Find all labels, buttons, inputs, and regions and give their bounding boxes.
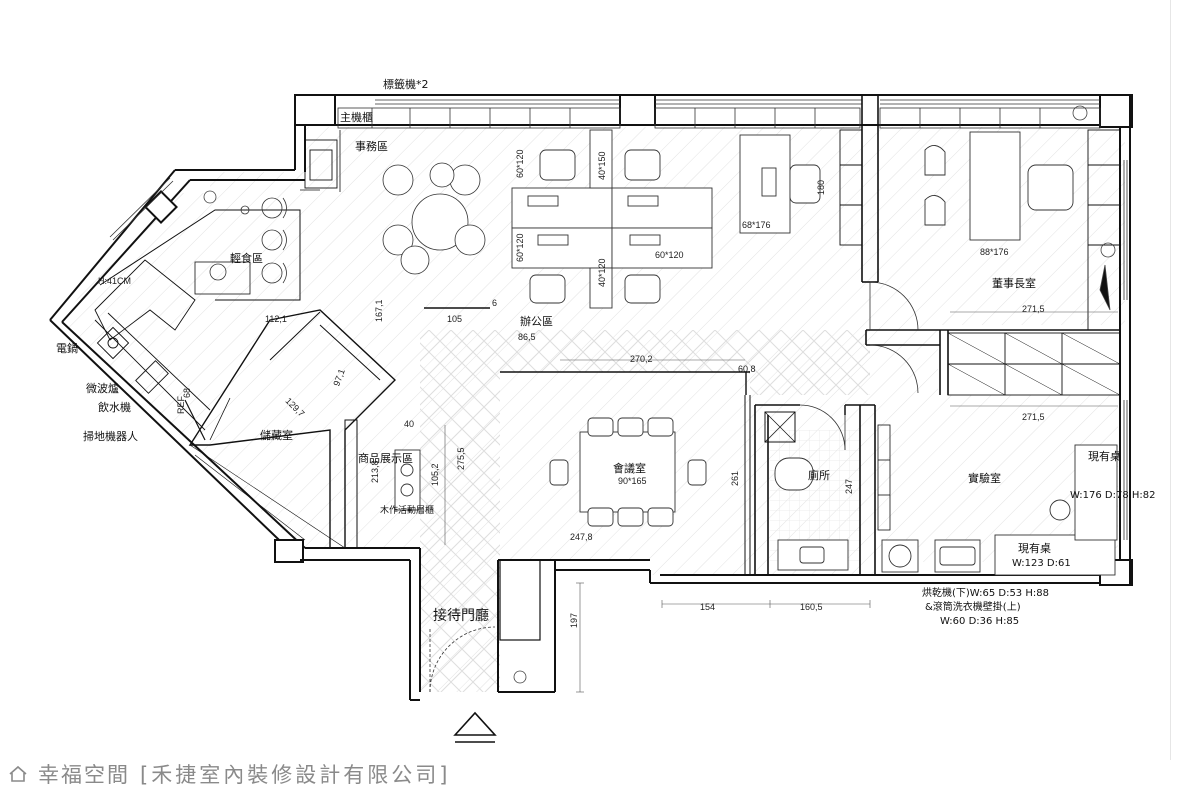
- doors: [429, 281, 919, 693]
- existing-desk-1-dims: W:176 D:78 H:82: [1070, 490, 1156, 501]
- dimension-lines: [444, 311, 1118, 693]
- windows: [109, 99, 1128, 540]
- existing-desk-2-title: 現有桌: [1018, 541, 1051, 555]
- desk-60b-label: 60*120: [515, 233, 525, 262]
- dim-271-lab: 271,5: [1022, 412, 1045, 422]
- dim-271-chairman: 271,5: [1022, 304, 1045, 314]
- office-partitions: [424, 307, 750, 395]
- desk-68-label: 68*176: [742, 220, 771, 230]
- desk-60c-label: 60*120: [655, 250, 684, 260]
- dim-261: 261: [730, 471, 740, 486]
- existing-desk-1-title: 現有桌: [1088, 449, 1121, 463]
- dim-105: 105: [447, 314, 462, 324]
- wood-cabinet-label: 木作活動層櫃: [380, 504, 434, 516]
- dim-60-8: 60,8: [738, 364, 756, 374]
- dim-167: 167,1: [374, 299, 384, 322]
- dim-247-8: 247,8: [570, 532, 593, 542]
- dim-160: 160,5: [800, 602, 823, 612]
- lab-label: 實驗室: [968, 471, 1001, 485]
- label-machine-label: 標籤機*2: [383, 77, 429, 91]
- footer: 幸福空間 [禾捷室內裝修設計有限公司]: [8, 756, 450, 792]
- brand-name: 幸福空間: [38, 763, 130, 787]
- outer-walls: [49, 94, 1133, 701]
- page-edge-line: [1170, 0, 1171, 760]
- storage-room-label: 儲藏室: [260, 428, 293, 442]
- desk-60a-label: 60*120: [515, 149, 525, 178]
- light-food-label: 輕食區: [230, 251, 263, 265]
- top-cabinets: [337, 107, 1101, 129]
- round-table: [382, 162, 486, 275]
- toilet-label: 廁所: [808, 468, 830, 482]
- dim-86: 86,5: [518, 332, 536, 342]
- meeting-table: [549, 417, 707, 527]
- water-dispenser-label: 飲水機: [98, 400, 131, 414]
- dryer-note-line1: 烘乾機(下)W:65 D:53 H:88: [922, 586, 1049, 599]
- ref-label: REF: [176, 395, 186, 414]
- dim-112: 112,1: [265, 314, 287, 324]
- dim-6: 6: [492, 298, 497, 308]
- desk-40a-label: 40*150: [597, 151, 607, 180]
- dim-105-2: 105,2: [430, 463, 440, 486]
- plants: [203, 105, 1116, 684]
- dim-154: 154: [700, 602, 715, 612]
- dim-247: 247: [844, 479, 854, 494]
- entrance-arrow: [453, 711, 497, 736]
- desk-40b-label: 40*120: [597, 258, 607, 287]
- product-display-label: 商品展示區: [358, 451, 413, 465]
- toilet-fixtures: [774, 457, 849, 571]
- lab-fixtures: [881, 444, 1118, 576]
- chairman-room-label: 董事長室: [992, 276, 1036, 290]
- microwave-label: 微波爐: [86, 381, 119, 395]
- meeting-room-label: 會議室: [613, 461, 646, 475]
- dim-40: 40: [404, 419, 414, 429]
- rice-cooker-label: 電鍋: [56, 341, 78, 355]
- product-display: [394, 449, 421, 511]
- office-area-label: 辦公區: [520, 314, 553, 328]
- dryer-note-line2: &滾筒洗衣機壁掛(上): [925, 600, 1021, 613]
- chair-180-label: 180: [816, 180, 826, 195]
- affairs-area-label: 事務區: [355, 139, 388, 153]
- dim-68: 68: [182, 388, 192, 398]
- robot-vacuum-label: 掃地機器人: [83, 429, 138, 443]
- light-food-stools: [209, 197, 287, 284]
- dim-197: 197: [569, 613, 579, 628]
- house-logo-icon: [9, 765, 27, 782]
- company-name: [禾捷室內裝修設計有限公司]: [140, 763, 451, 787]
- office-desks: [511, 129, 1074, 309]
- dim-275: 275,5: [456, 447, 466, 470]
- desk-88-label: 88*176: [980, 247, 1009, 257]
- dim-270: 270,2: [630, 354, 653, 364]
- existing-desk-2-dims: W:123 D:61: [1012, 558, 1071, 569]
- meeting-table-size: 90*165: [618, 476, 647, 486]
- dryer-note-line3: W:60 D:36 H:85: [940, 616, 1019, 627]
- dim-213: 213,8: [370, 460, 380, 483]
- counter-height-label: H:41CM: [98, 276, 131, 286]
- server-cabinet-label: 主機櫃: [340, 110, 373, 124]
- reception-label: 接待門廳: [433, 607, 489, 624]
